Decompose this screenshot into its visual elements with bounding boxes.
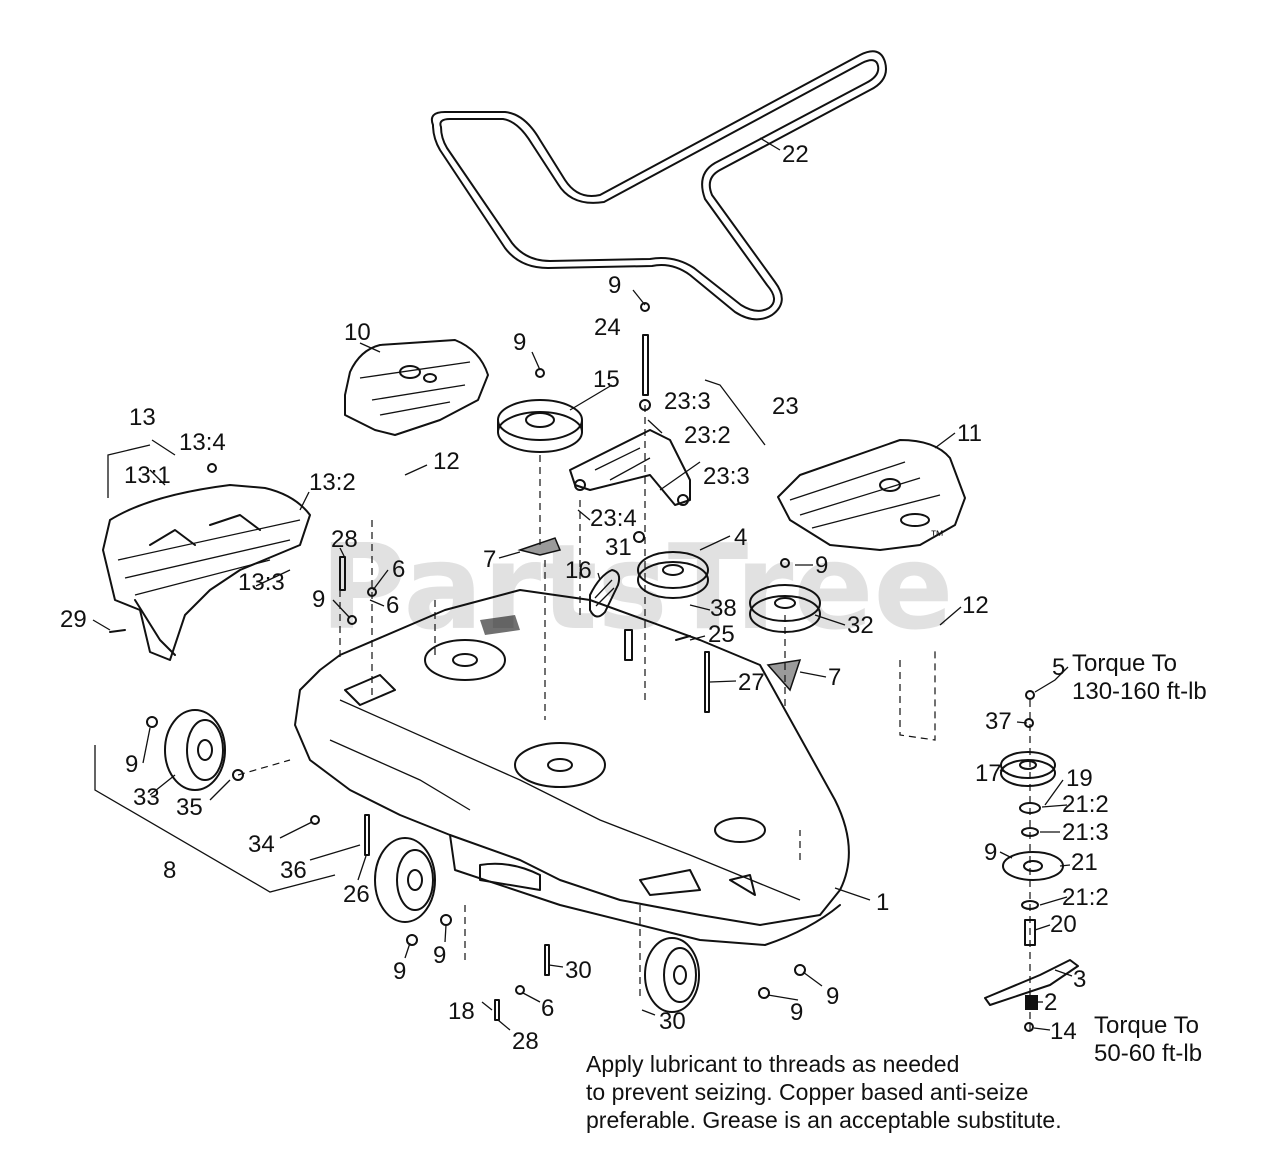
- callout-6: 6: [392, 556, 405, 583]
- blade-bolt: [1025, 995, 1038, 1010]
- belt-cover-left: [344, 339, 489, 436]
- callout-4: 4: [734, 524, 747, 551]
- callout-7: 7: [483, 546, 496, 573]
- callout-21: 21: [1071, 849, 1098, 876]
- callout-9: 9: [826, 983, 839, 1010]
- callout-13-3: 13:3: [238, 569, 285, 596]
- torque-note-top: Torque To 130-160 ft-lb: [1072, 650, 1207, 706]
- mower-deck: [294, 589, 850, 946]
- callout-21-3: 21:3: [1062, 819, 1109, 846]
- callout-11: 11: [957, 420, 982, 447]
- lubricant-note: Apply lubricant to threads as needed to …: [586, 1050, 1062, 1134]
- spindle-pulley: [1000, 751, 1056, 787]
- callout-15: 15: [593, 366, 620, 393]
- callout-1: 1: [876, 889, 889, 916]
- callout-23: 23: [772, 393, 799, 420]
- callout-13-2: 13:2: [309, 469, 356, 496]
- hardware-fasteners: [109, 302, 1035, 1032]
- lubricant-note-line3: preferable. Grease is an acceptable subs…: [586, 1107, 1062, 1133]
- callout-6: 6: [541, 995, 554, 1022]
- callout-numbers: 22 9 24 10 9 15 23:3 23 23:2 13 13:4 13:…: [60, 141, 1109, 1055]
- callout-12: 12: [962, 592, 989, 619]
- callout-25: 25: [708, 621, 735, 648]
- spindle-housing: [1002, 851, 1064, 881]
- callout-23-3: 23:3: [664, 388, 711, 415]
- callout-36: 36: [280, 857, 307, 884]
- callout-7: 7: [828, 664, 841, 691]
- belt-guard-right: [766, 659, 802, 692]
- callout-9: 9: [312, 586, 325, 613]
- callout-23-2: 23:2: [684, 422, 731, 449]
- deck-pulley: [497, 399, 583, 453]
- drive-belt: [430, 50, 887, 321]
- callout-28: 28: [512, 1028, 539, 1055]
- callout-21-2: 21:2: [1062, 884, 1109, 911]
- torque-note-bottom: Torque To 50-60 ft-lb: [1094, 1012, 1202, 1068]
- callout-31: 31: [605, 534, 632, 561]
- callout-30: 30: [659, 1008, 686, 1035]
- torque-note-bottom-line1: Torque To: [1094, 1012, 1199, 1039]
- belt-cover-right: [777, 439, 966, 551]
- callout-28: 28: [331, 526, 358, 553]
- belt-guard-left: [517, 537, 562, 556]
- callout-26: 26: [343, 881, 370, 908]
- callout-33: 33: [133, 784, 160, 811]
- callout-16: 16: [565, 557, 592, 584]
- callout-6: 6: [386, 592, 399, 619]
- callout-9: 9: [513, 329, 526, 356]
- callout-20: 20: [1050, 911, 1077, 938]
- callout-9: 9: [608, 272, 621, 299]
- callout-9: 9: [125, 751, 138, 778]
- front-cover: [102, 484, 311, 661]
- callout-9: 9: [815, 552, 828, 579]
- idler-arm: [569, 429, 691, 506]
- callout-24: 24: [594, 314, 621, 341]
- callout-38: 38: [710, 595, 737, 622]
- idler-pulley: [637, 551, 709, 599]
- spindle-shaft: [1024, 919, 1036, 946]
- callout-9: 9: [790, 999, 803, 1026]
- callout-9: 9: [984, 839, 997, 866]
- callout-23-4: 23:4: [590, 505, 637, 532]
- torque-note-top-line2: 130-160 ft-lb: [1072, 678, 1207, 705]
- callout-13-1: 13:1: [124, 462, 171, 489]
- bracket-lines: [94, 379, 766, 893]
- callout-12: 12: [433, 448, 460, 475]
- callout-17: 17: [975, 760, 1002, 787]
- callout-21-2: 21:2: [1062, 791, 1109, 818]
- callout-27: 27: [738, 669, 765, 696]
- callout-34: 34: [248, 831, 275, 858]
- callout-8: 8: [163, 857, 176, 884]
- torque-note-bottom-line2: 50-60 ft-lb: [1094, 1040, 1203, 1067]
- mower-blade: [984, 959, 1079, 1006]
- deck-wheel-right: [644, 937, 700, 1013]
- leader-lines: [92, 137, 1073, 1031]
- callout-13-4: 13:4: [179, 429, 226, 456]
- assembly-lines: [237, 405, 1031, 1030]
- callout-3: 3: [1073, 966, 1086, 993]
- callout-22: 22: [782, 141, 809, 168]
- callout-9: 9: [433, 942, 446, 969]
- callout-23-3: 23:3: [703, 463, 750, 490]
- callout-30: 30: [565, 957, 592, 984]
- callout-13: 13: [129, 404, 156, 431]
- torque-note-top-line1: Torque To: [1072, 650, 1177, 677]
- deck-wheel-left: [164, 709, 226, 791]
- callout-10: 10: [344, 319, 371, 346]
- callout-37: 37: [985, 708, 1012, 735]
- callout-18: 18: [448, 998, 475, 1025]
- callout-29: 29: [60, 606, 87, 633]
- callout-2: 2: [1044, 989, 1057, 1016]
- callout-14: 14: [1050, 1018, 1077, 1045]
- deck-wheel-middle: [374, 837, 436, 923]
- lubricant-note-line1: Apply lubricant to threads as needed: [586, 1051, 960, 1077]
- callout-5: 5: [1052, 654, 1065, 681]
- callout-35: 35: [176, 794, 203, 821]
- callout-19: 19: [1066, 765, 1093, 792]
- callout-9: 9: [393, 958, 406, 985]
- lubricant-note-line2: to prevent seizing. Copper based anti-se…: [586, 1079, 1029, 1105]
- callout-32: 32: [847, 612, 874, 639]
